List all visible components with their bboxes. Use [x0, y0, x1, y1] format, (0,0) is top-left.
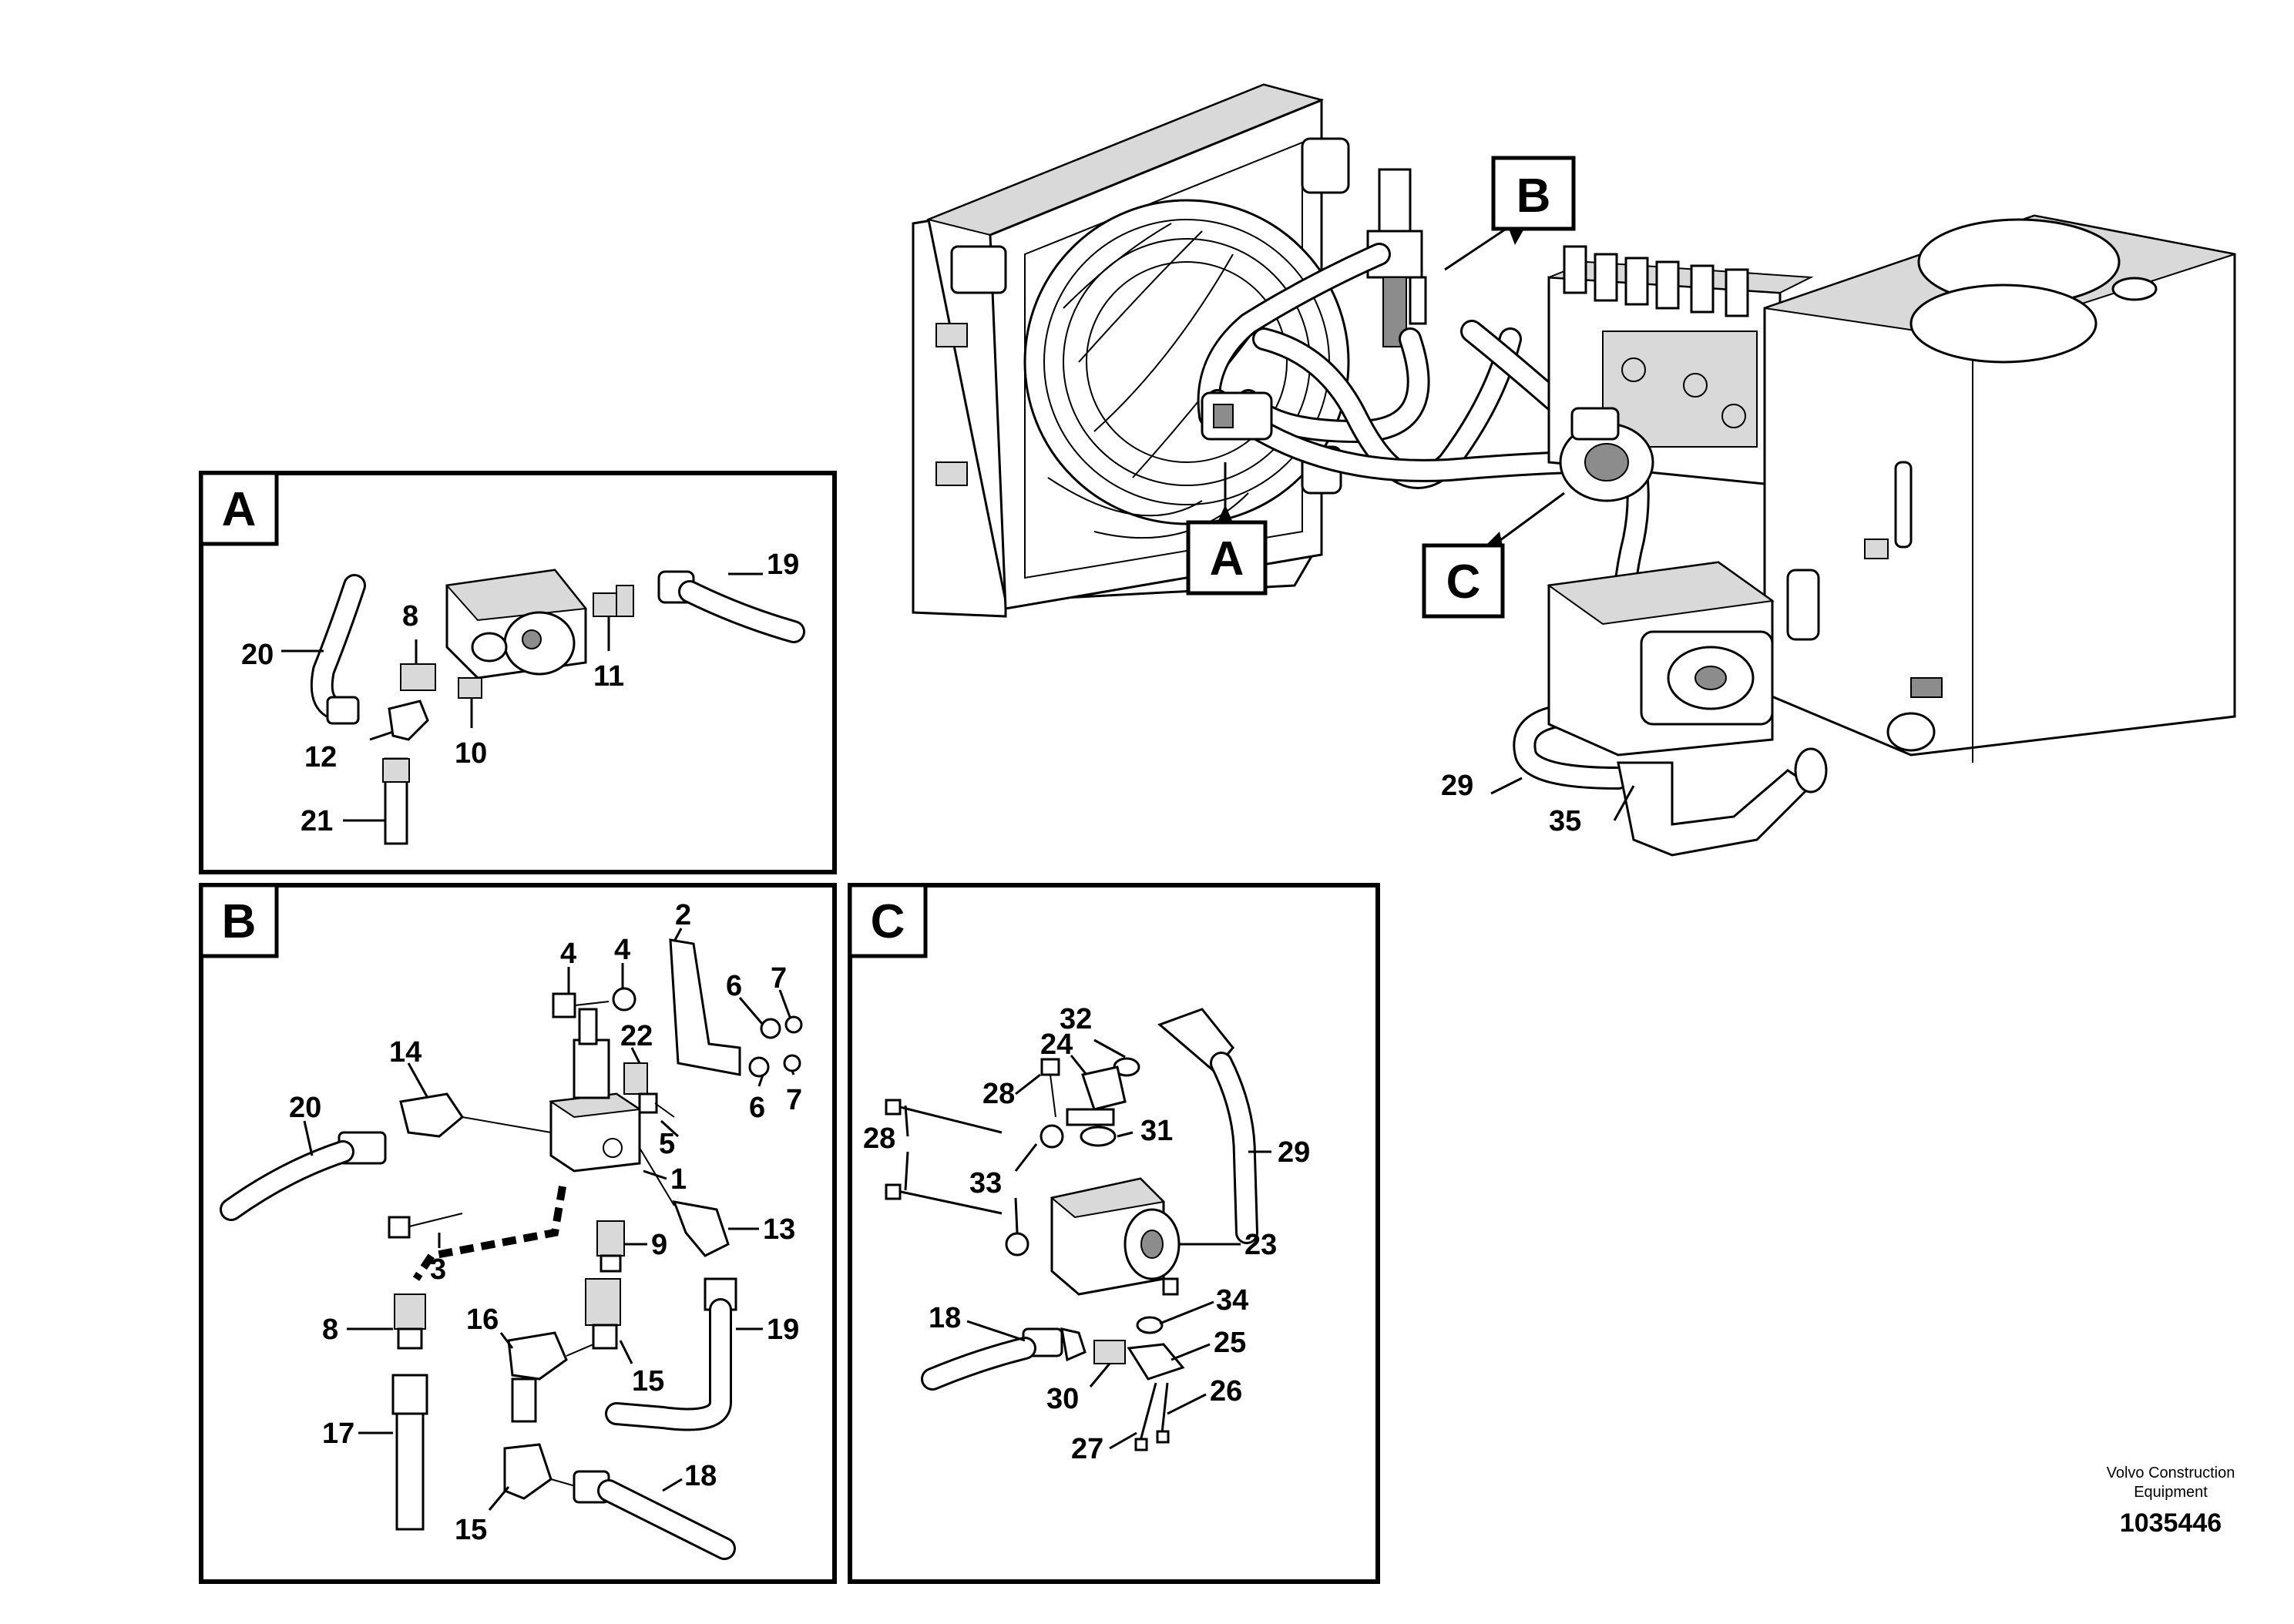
callout-C-30: 30 [1046, 1383, 1079, 1415]
callout-35: 35 [1549, 805, 1581, 837]
callout-B-6a: 6 [726, 970, 742, 1002]
detail-A-panel: A 8 19 20 11 [199, 471, 837, 874]
callout-B-6b: 6 [749, 1092, 765, 1124]
callout-B-1: 1 [670, 1163, 687, 1196]
document-number: 1035446 [2120, 1508, 2222, 1538]
callout-B-2: 2 [675, 899, 691, 931]
callout-A-19: 19 [767, 549, 799, 581]
callout-B-4b: 4 [614, 934, 630, 966]
ref-box-C[interactable]: C [1422, 532, 1505, 619]
ref-letter-B: B [1516, 169, 1551, 223]
callout-C-25: 25 [1214, 1327, 1246, 1359]
callout-B-18: 18 [684, 1460, 717, 1492]
callout-C-18: 18 [929, 1302, 961, 1334]
callout-A-11: 11 [593, 660, 624, 693]
callout-B-13: 13 [763, 1213, 795, 1246]
callout-A-21: 21 [301, 805, 333, 837]
ref-letter-C: C [1446, 555, 1481, 609]
callout-B-16: 16 [466, 1304, 499, 1336]
callout-B-15b: 15 [455, 1514, 487, 1546]
callout-B-15a: 15 [632, 1365, 664, 1398]
callout-B-14: 14 [389, 1036, 422, 1069]
detail-B-panel: B [199, 883, 837, 1584]
callout-C-24: 24 [1040, 1028, 1073, 1061]
main-pump-illustration [1547, 561, 1828, 857]
footer: Volvo Construction Equipment 1035446 [2107, 1465, 2235, 1538]
callout-B-22: 22 [620, 1020, 653, 1052]
callout-B-7a: 7 [771, 962, 787, 995]
detail-B-label: B [222, 895, 257, 948]
callout-C-34: 34 [1216, 1284, 1248, 1317]
callout-B-17: 17 [322, 1418, 354, 1450]
callout-B-7b: 7 [786, 1084, 802, 1116]
fan-motor-illustration [1201, 391, 1273, 441]
gear-pump-illustration [1559, 407, 1654, 502]
callout-C-28a: 28 [982, 1078, 1015, 1110]
callout-B-9: 9 [651, 1229, 667, 1261]
hydraulic-tank-illustration [1763, 214, 2236, 763]
callout-C-27: 27 [1071, 1433, 1103, 1465]
callout-A-10: 10 [455, 737, 487, 770]
callout-B-19: 19 [767, 1314, 799, 1346]
callout-C-31: 31 [1140, 1115, 1173, 1147]
detail-C-panel: C [848, 883, 1380, 1584]
callout-B-8: 8 [322, 1314, 338, 1346]
callout-C-29: 29 [1278, 1136, 1310, 1169]
overview-assembly: B A C 29 35 [912, 83, 2236, 857]
callout-A-20: 20 [241, 639, 274, 671]
callout-A-12: 12 [304, 741, 337, 773]
callout-B-3: 3 [430, 1253, 446, 1286]
brand-line-2: Equipment [2134, 1484, 2208, 1501]
ref-box-B[interactable]: B [1491, 156, 1576, 245]
callout-C-23: 23 [1244, 1229, 1277, 1261]
detail-C-label: C [871, 895, 905, 948]
brand-line-1: Volvo Construction [2107, 1465, 2235, 1481]
ref-letter-A: A [1210, 532, 1244, 586]
callout-B-20: 20 [289, 1092, 321, 1124]
callout-B-4a: 4 [560, 938, 576, 970]
detail-A-label: A [222, 483, 257, 536]
callout-C-33: 33 [969, 1167, 1002, 1200]
callout-C-28b: 28 [863, 1122, 895, 1155]
callout-29: 29 [1441, 770, 1473, 802]
callout-B-5: 5 [659, 1128, 675, 1160]
ref-box-A[interactable]: A [1186, 505, 1268, 596]
callout-C-26: 26 [1210, 1375, 1242, 1408]
callout-C-32: 32 [1060, 1003, 1092, 1035]
callout-A-8: 8 [402, 600, 418, 632]
